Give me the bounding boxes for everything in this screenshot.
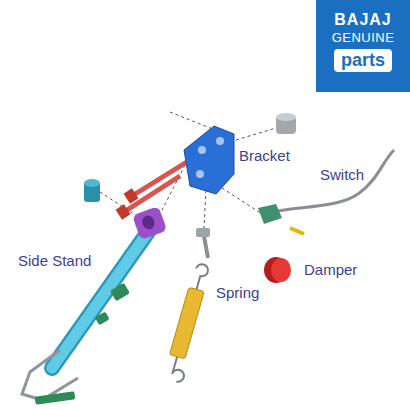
- brand-name: BAJAJ: [322, 10, 404, 30]
- pivot-hole: [140, 214, 156, 231]
- part-label: Spring: [214, 284, 261, 301]
- bushing-top: [84, 179, 100, 187]
- bolts: [116, 160, 190, 220]
- spring-coil: [169, 287, 204, 359]
- assembly-line: [222, 188, 262, 214]
- spring: [163, 262, 215, 383]
- assembly-line: [204, 190, 206, 228]
- grey-bolt-head: [196, 228, 210, 237]
- part-label: Side Stand: [16, 252, 93, 269]
- assembly-lines: [100, 112, 276, 228]
- bushing: [84, 179, 100, 202]
- part-label: Bracket: [237, 147, 292, 164]
- stand-clip: [110, 283, 130, 301]
- logo-badge: parts: [334, 49, 392, 72]
- logo-box: BAJAJGENUINE parts: [316, 0, 410, 92]
- assembly-line: [170, 112, 215, 130]
- part-label: Switch: [318, 166, 366, 183]
- switch-body: [258, 204, 282, 224]
- brand-badge-text: parts: [341, 49, 385, 72]
- brand-subtitle: GENUINE: [322, 30, 404, 46]
- part-label: Damper: [302, 261, 359, 278]
- bolt-head: [124, 188, 139, 204]
- switch-screw: [290, 228, 304, 234]
- bracket-hole: [196, 170, 204, 178]
- grey-bolt: [196, 228, 210, 258]
- bracket: [184, 126, 234, 194]
- collar: [276, 113, 296, 134]
- damper: [264, 257, 291, 283]
- bolt-shaft: [132, 160, 190, 196]
- assembly-line: [236, 128, 276, 140]
- bracket: [184, 126, 234, 194]
- bracket-hole: [198, 146, 206, 154]
- stand-clip: [95, 312, 110, 326]
- pivot-head: [132, 206, 167, 240]
- damper-face: [271, 258, 291, 282]
- spring-hook: [191, 263, 210, 291]
- spring-hook: [171, 357, 189, 383]
- grey-bolt-shaft: [204, 236, 208, 258]
- foot-pad: [35, 391, 76, 404]
- collar-top: [276, 113, 296, 121]
- bracket-hole: [216, 137, 224, 145]
- pivot-head: [132, 206, 167, 240]
- foot-pad: [35, 391, 76, 404]
- bolt-head: [116, 204, 131, 220]
